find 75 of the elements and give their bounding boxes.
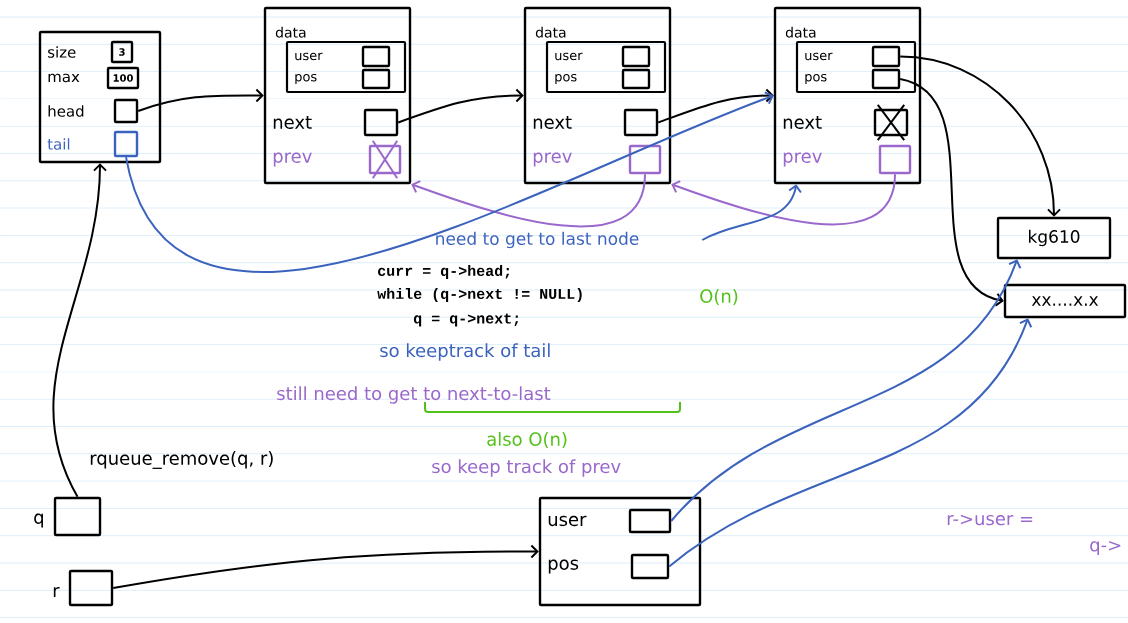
list-node-box <box>263 6 412 185</box>
field-box <box>361 68 391 90</box>
arrow <box>657 88 774 124</box>
arrow <box>671 173 896 226</box>
variable-label: r <box>53 586 60 598</box>
arrow <box>670 259 1022 522</box>
node-label: data <box>275 26 306 38</box>
variable-label: q <box>34 513 43 528</box>
note-text: still need to get to next-to-last <box>277 386 551 404</box>
note-text: r->user = <box>947 514 1033 526</box>
note-text: q-> <box>1090 540 1121 556</box>
field-label: user <box>548 515 587 527</box>
list-node-box <box>523 6 672 185</box>
record-box <box>538 496 702 607</box>
arrow <box>701 184 802 241</box>
list-node-box <box>773 6 922 185</box>
field-label: prev <box>273 152 312 167</box>
arrow <box>899 78 1004 307</box>
variable-box <box>68 569 114 607</box>
code-line: q = q->next; <box>413 313 519 327</box>
field-label: tail <box>47 138 70 150</box>
field-label: pos <box>555 74 577 84</box>
note-text: so keeptrack of tail <box>380 343 550 361</box>
note-text: also O(n) <box>487 431 567 448</box>
note-text: O(n) <box>700 289 738 305</box>
field-label: user <box>295 52 323 61</box>
field-box <box>623 108 659 137</box>
node-label: data <box>785 26 816 38</box>
code-line: while (q->next != NULL) <box>377 288 582 302</box>
arrow <box>112 544 539 589</box>
arrow <box>125 91 774 273</box>
field-label: user <box>805 52 833 61</box>
field-box <box>621 68 651 90</box>
null-pointer-box <box>873 103 909 142</box>
field-label: max <box>48 73 80 83</box>
null-pointer-box <box>368 139 402 180</box>
string-box: xx....x.x <box>1003 283 1127 319</box>
code-line: curr = q->head; <box>378 265 510 279</box>
field-label: next <box>273 116 312 129</box>
field-box: 3 <box>110 40 134 64</box>
field-box <box>113 98 139 124</box>
field-label: pos <box>295 74 317 84</box>
queue-box <box>38 30 162 164</box>
node-label: data <box>535 26 566 38</box>
arrow <box>668 318 1033 568</box>
arrow <box>52 163 107 498</box>
field-label: head <box>48 105 84 117</box>
string-box: kg610 <box>996 216 1112 260</box>
field-box <box>113 130 139 158</box>
field-box <box>871 45 901 68</box>
field-box <box>361 45 391 68</box>
arrow <box>899 55 1061 217</box>
field-label: prev <box>533 152 572 167</box>
field-box <box>628 144 662 175</box>
arrow <box>137 88 264 112</box>
field-box <box>630 553 670 580</box>
note-text: so keep track of prev <box>432 459 621 477</box>
field-label: pos <box>805 74 827 84</box>
field-label: pos <box>548 559 579 574</box>
note-text: rqueue_remove(q, r) <box>90 451 273 469</box>
field-label: prev <box>783 152 822 167</box>
arrow <box>411 173 646 228</box>
field-label: size <box>48 46 76 58</box>
arrow <box>397 88 524 124</box>
field-label: user <box>555 52 583 61</box>
field-box <box>621 45 651 68</box>
field-box <box>628 508 672 534</box>
field-box <box>363 108 399 137</box>
note-text: need to get to last node <box>436 231 639 249</box>
field-box: 100 <box>106 66 140 90</box>
variable-box <box>53 496 102 537</box>
field-label: next <box>533 116 572 129</box>
field-box <box>878 144 912 175</box>
field-box <box>871 68 901 90</box>
field-label: next <box>783 116 822 129</box>
